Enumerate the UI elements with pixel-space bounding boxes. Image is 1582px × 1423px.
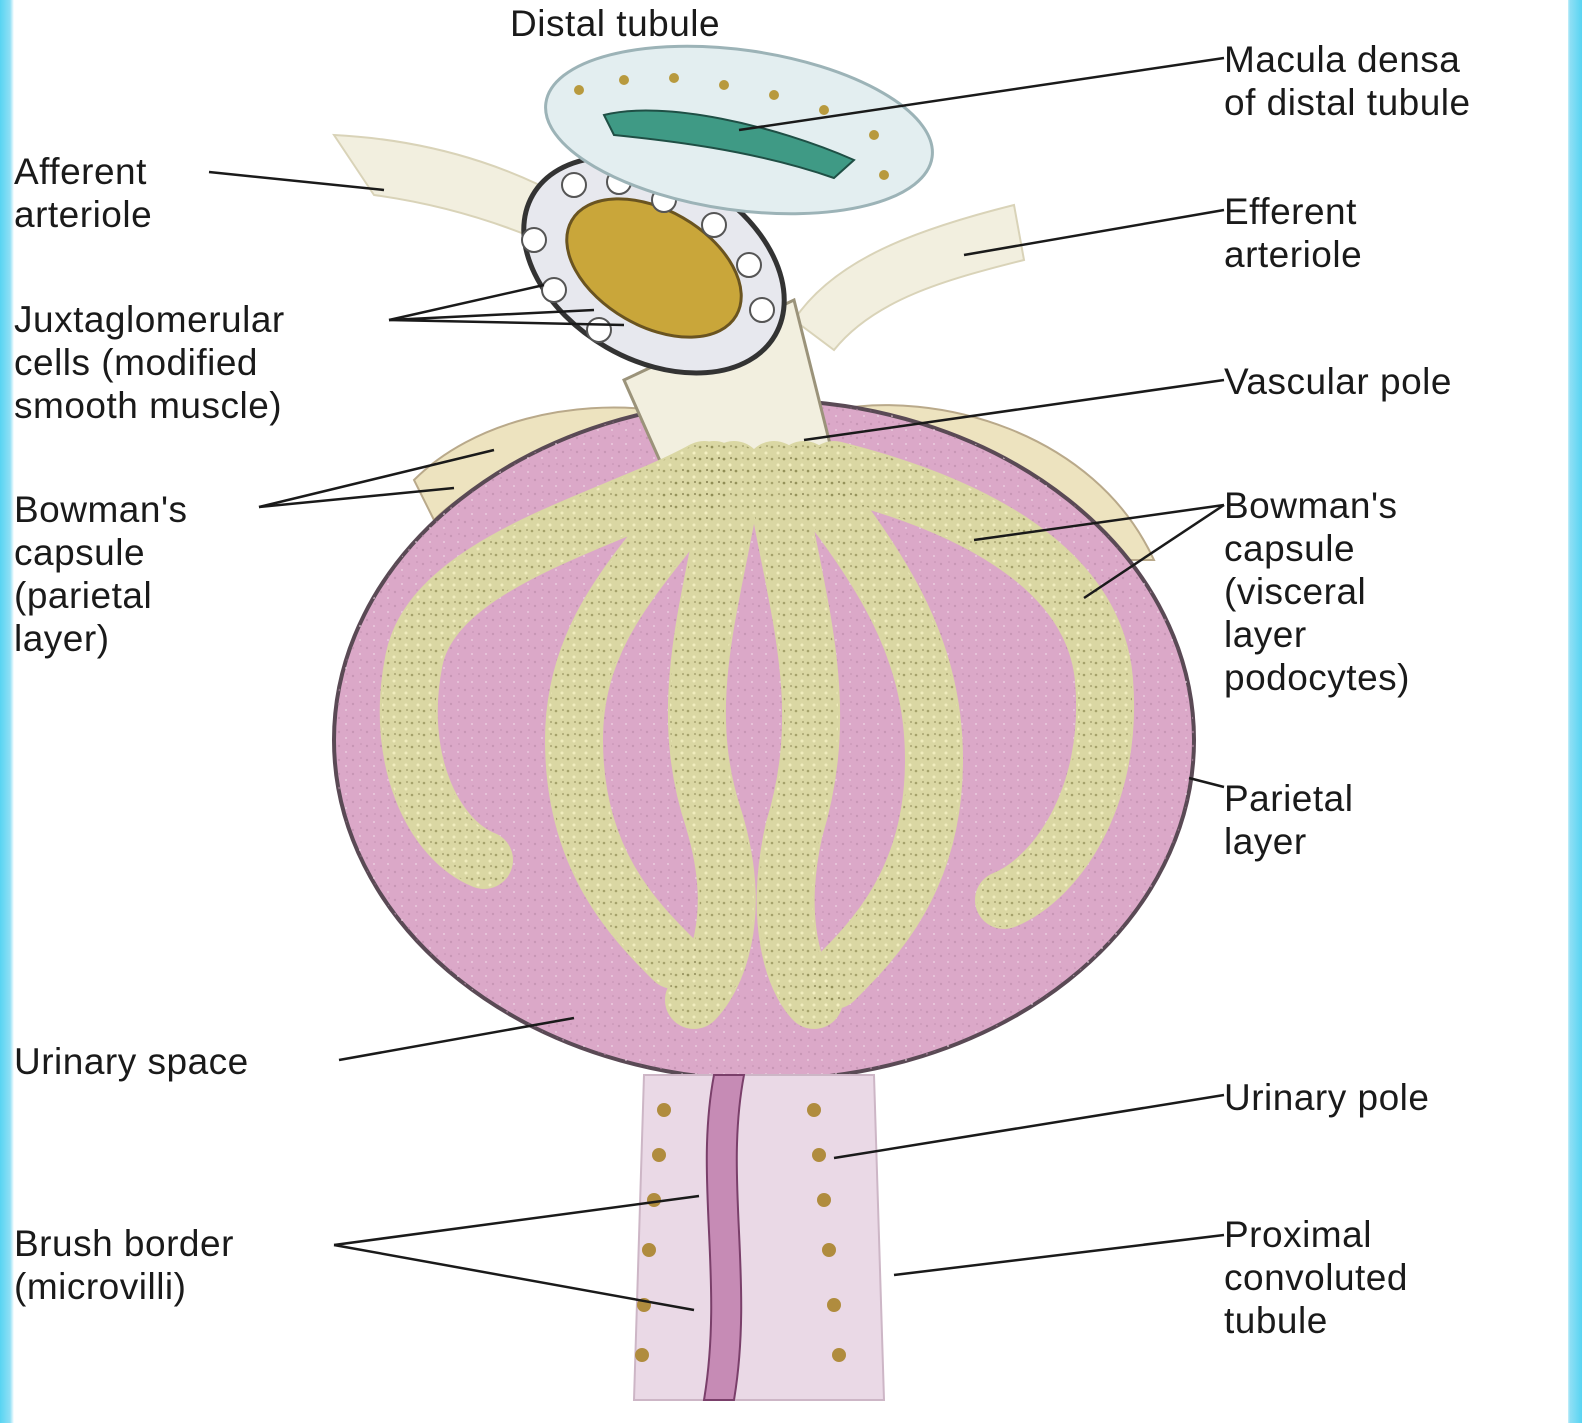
label-distal-tubule: Distal tubule	[510, 2, 720, 45]
label-bowmans-capsule-visceral: Bowman's capsule (visceral layer podocyt…	[1224, 484, 1410, 699]
label-vascular-pole: Vascular pole	[1224, 360, 1452, 403]
efferent-arteriole-shape	[794, 205, 1024, 350]
label-juxtaglomerular-cells: Juxtaglomerular cells (modified smooth m…	[14, 298, 285, 427]
diagram-canvas: Distal tubule Macula densa of distal tub…	[14, 0, 1568, 1423]
label-proximal-convoluted-tubule: Proximal convoluted tubule	[1224, 1213, 1408, 1342]
proximal-tubule-shape	[634, 1075, 884, 1400]
label-macula-densa: Macula densa of distal tubule	[1224, 38, 1471, 124]
brush-border-shape	[704, 1075, 744, 1400]
label-bowmans-capsule-parietal: Bowman's capsule (parietal layer)	[14, 488, 188, 660]
label-efferent-arteriole: Efferent arteriole	[1224, 190, 1362, 276]
label-urinary-pole: Urinary pole	[1224, 1076, 1429, 1119]
label-brush-border: Brush border (microvilli)	[14, 1222, 234, 1308]
label-afferent-arteriole: Afferent arteriole	[14, 150, 152, 236]
label-urinary-space: Urinary space	[14, 1040, 249, 1083]
label-parietal-layer: Parietal layer	[1224, 777, 1353, 863]
